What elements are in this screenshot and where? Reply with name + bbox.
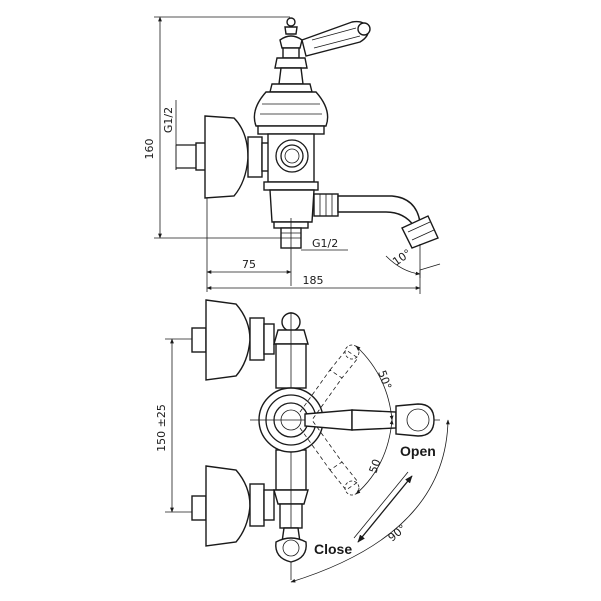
- height-dimension: 160: [143, 16, 290, 239]
- valve-body: [253, 17, 329, 286]
- side-view: 160 G1/2: [143, 16, 441, 294]
- lower-inlet: [191, 465, 275, 547]
- outlet-thread-dimension: G1/2: [301, 237, 348, 251]
- upper-angle-label: 50°: [375, 369, 394, 392]
- rotation-label: 90°: [386, 522, 409, 544]
- front-view: 150 ±25: [155, 299, 450, 583]
- upper-inlet: [191, 299, 275, 381]
- centres-dimension: 150 ±25: [155, 338, 200, 513]
- reach-label: 185: [303, 274, 324, 287]
- open-close-arrow: [353, 471, 413, 543]
- inlet-thread-label: G1/2: [162, 107, 175, 133]
- lower-angle-label: 50: [367, 457, 384, 475]
- wall-flange: [176, 115, 271, 199]
- offset-dimension: 75: [206, 198, 292, 292]
- inlet-thread-dimension: G1/2: [162, 100, 177, 170]
- close-label: Close: [314, 541, 352, 557]
- open-label: Open: [400, 443, 436, 459]
- lever-close-position: [275, 527, 307, 563]
- lever-handle[interactable]: [301, 20, 371, 57]
- centres-label: 150 ±25: [155, 404, 168, 452]
- spout: [313, 193, 439, 249]
- spout-angle-dimension: 10°: [385, 244, 441, 278]
- height-label: 160: [143, 139, 156, 160]
- outlet-thread-label: G1/2: [312, 237, 338, 250]
- spout-angle-label: 10°: [390, 247, 413, 269]
- reach-dimension: 185: [206, 270, 421, 294]
- lever-center[interactable]: [304, 403, 435, 437]
- offset-label: 75: [242, 258, 256, 271]
